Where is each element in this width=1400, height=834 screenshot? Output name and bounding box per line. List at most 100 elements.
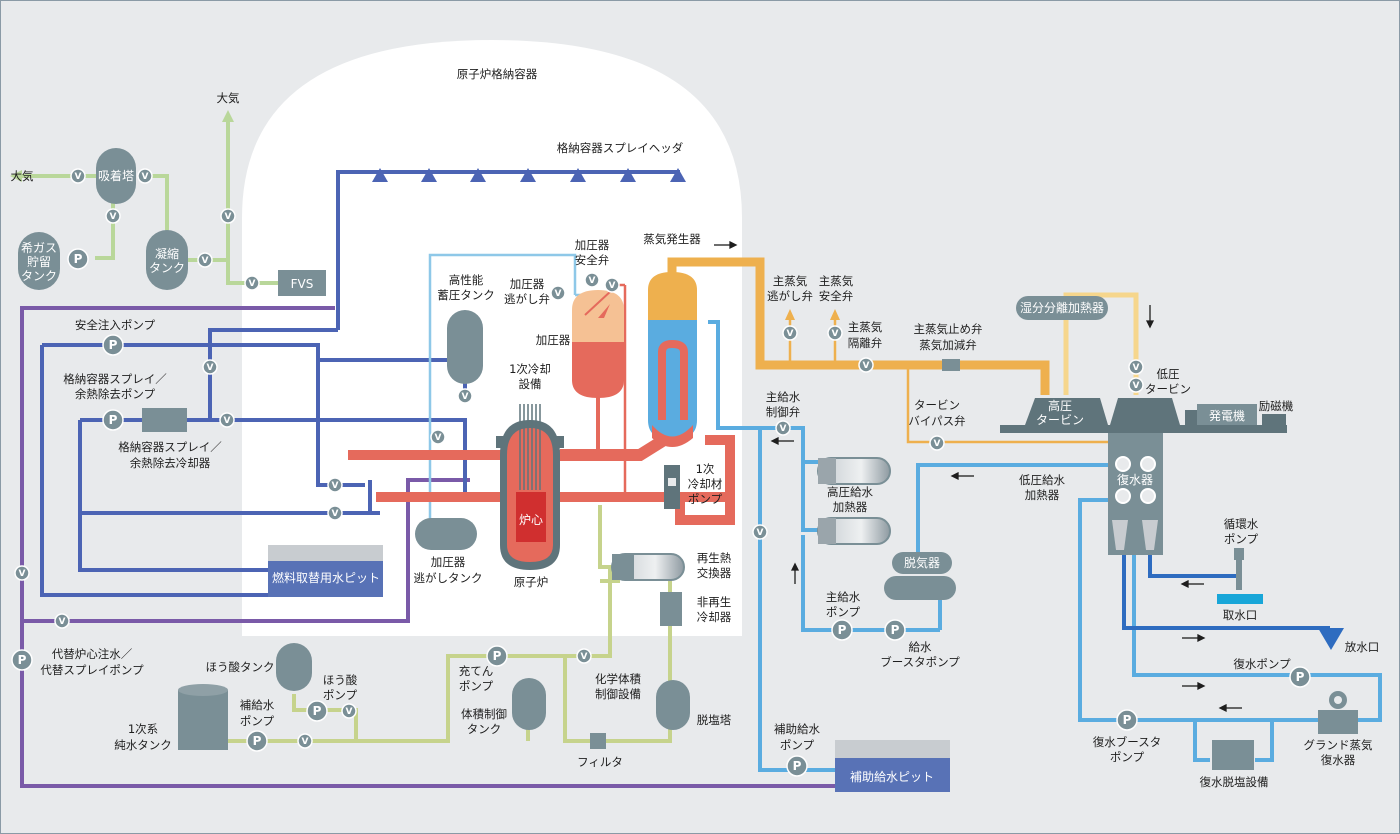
ms-stop-valve: [942, 359, 960, 371]
svg-text:P: P: [109, 413, 118, 427]
mfw-pump-label-2: ポンプ: [826, 605, 861, 619]
lp-heater-label-2: 加熱器: [1025, 488, 1060, 502]
valves: V V V V V V V V V V V V V V V V V V V V …: [14, 168, 1144, 749]
makeup-tank-label-1: 1次系: [128, 722, 158, 736]
ms-relief-vent: [785, 309, 795, 320]
moisture-separator-label: 湿分分離加熱器: [1020, 300, 1104, 315]
ms-isolation-label-2: 隔離弁: [848, 336, 883, 350]
valve-icon: V: [197, 252, 213, 268]
valve-icon: V: [137, 168, 153, 184]
pzr-safety-valve-label-1: 加圧器: [575, 238, 610, 252]
cs-rhr-cooler-label-2: 余熱除去冷却器: [130, 456, 211, 470]
valve-icon: V: [929, 435, 945, 451]
svg-text:P: P: [313, 704, 322, 718]
svg-text:V: V: [609, 281, 616, 291]
pump-icon: P: [486, 645, 508, 667]
adsorption-tower: 吸着塔: [96, 148, 136, 204]
containment-vessel: [242, 40, 742, 636]
alt-pump-label-1: 代替炉心注水／: [52, 647, 133, 661]
svg-text:V: V: [780, 424, 787, 434]
valve-icon: V: [220, 208, 236, 224]
mfw-control-valve-label-2: 制御弁: [766, 405, 801, 419]
pzr-relief-tank-label-1: 加圧器: [431, 555, 466, 569]
vct-label-2: タンク: [467, 722, 502, 736]
condensate-pump-label: 復水ポンプ: [1233, 657, 1291, 671]
pump-icon: P: [1289, 666, 1311, 688]
afw-pump-label-1: 補助給水: [774, 722, 820, 736]
valve-icon: V: [327, 477, 343, 493]
intake-label: 取水口: [1223, 608, 1258, 622]
hp-heater-label-2: 加熱器: [833, 500, 868, 514]
fvs-label: FVS: [291, 277, 314, 291]
ms-stop-valve-label-2: 蒸気加減弁: [919, 338, 977, 352]
svg-text:V: V: [934, 439, 941, 449]
svg-text:V: V: [1133, 381, 1140, 391]
pressurizer-label: 加圧器: [536, 333, 571, 347]
regen-hx: [611, 553, 685, 581]
svg-text:V: V: [589, 276, 596, 286]
reactor-label: 原子炉: [514, 575, 549, 589]
outfall-label: 放水口: [1345, 640, 1380, 654]
lp-heater-label-1: 低圧給水: [1019, 473, 1065, 487]
pump-icon: P: [831, 619, 853, 641]
ms-safety-label-2: 安全弁: [819, 289, 854, 303]
valve-icon: V: [576, 648, 592, 664]
boric-acid-tank-label: ほう酸タンク: [206, 660, 275, 674]
atmosphere-arrow-left: [10, 170, 22, 182]
filter: [590, 733, 606, 749]
valve-icon: V: [105, 208, 121, 224]
svg-text:V: V: [59, 617, 66, 627]
condenser-label: 復水器: [1117, 472, 1153, 487]
boric-acid-pump-label-1: ほう酸: [323, 673, 358, 687]
outfall-arrow: [1318, 628, 1344, 650]
svg-text:P: P: [793, 759, 802, 773]
noble-gas-tank-label-2: 貯留: [27, 255, 51, 269]
exciter-label: 励磁機: [1259, 399, 1294, 413]
condensing-tank-label-1: 凝縮: [155, 246, 179, 261]
svg-text:P: P: [1123, 713, 1132, 727]
reheat-steam-line: [1063, 292, 1139, 395]
cs-rhr-cooler-label-1: 格納容器スプレイ／: [118, 440, 222, 454]
primary-makeup-tank: [178, 684, 228, 750]
sg-label: 蒸気発生器: [643, 232, 701, 246]
generator-label: 発電機: [1209, 408, 1245, 423]
cs-rhr-cooler: [142, 408, 187, 432]
fuel-pit: 燃料取替用水ピット: [268, 545, 383, 597]
svg-text:V: V: [462, 392, 469, 402]
demineralizer-label: 脱塩塔: [697, 713, 732, 727]
steam-generator: [648, 272, 697, 447]
svg-text:V: V: [142, 172, 149, 182]
spray-header-label: 格納容器スプレイヘッダ: [557, 141, 684, 155]
svg-text:V: V: [581, 652, 588, 662]
atmosphere-left-label: 大気: [11, 169, 34, 183]
afw-pit-label: 補助給水ピット: [850, 770, 934, 784]
svg-text:V: V: [110, 212, 117, 222]
nonregen-label-1: 非再生: [697, 595, 732, 609]
pump-icon: P: [102, 334, 124, 356]
ms-relief-label-1: 主蒸気: [773, 274, 808, 288]
pzr-relief-tank-label-2: 逃がしタンク: [414, 571, 483, 585]
noble-gas-tank: 希ガス 貯留 タンク: [18, 232, 60, 290]
svg-text:V: V: [555, 289, 562, 299]
svg-text:P: P: [493, 649, 502, 663]
deaerator: 脱気器: [884, 552, 956, 600]
accumulator-label-2: 蓄圧タンク: [437, 288, 495, 302]
rcp-label-3: ポンプ: [688, 492, 723, 506]
accumulator-label-1: 高性能: [449, 273, 484, 287]
nonregen-label-2: 冷却器: [697, 610, 732, 624]
rcp-label-1: 1次: [696, 462, 715, 476]
makeup-pump-label-2: ポンプ: [240, 714, 275, 728]
valve-icon: V: [604, 277, 620, 293]
makeup-pump-label-1: 補給水: [240, 698, 275, 712]
cond-booster-label-1: 復水ブースタ: [1093, 735, 1161, 749]
valve-icon: V: [457, 388, 473, 404]
pump-icon: P: [786, 755, 808, 777]
pzr-safety-valve-label-2: 安全弁: [575, 253, 610, 267]
valve-icon: V: [14, 565, 30, 581]
pump-icon: P: [11, 649, 33, 671]
pump-icon: P: [102, 409, 124, 431]
atmosphere-top-label: 大気: [217, 91, 240, 105]
spray-nozzles: [372, 168, 686, 182]
svg-text:V: V: [19, 569, 26, 579]
